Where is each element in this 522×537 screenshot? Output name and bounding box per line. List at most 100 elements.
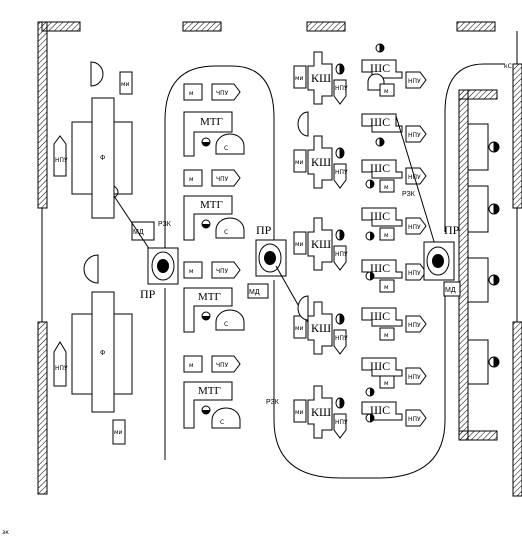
unit-f-label: Ф: [100, 350, 105, 357]
svg-text:НПУ: НПУ: [408, 322, 421, 329]
svg-text:МД: МД: [445, 287, 456, 294]
svg-text:м: м: [189, 268, 194, 275]
unit-f-lower: Ф: [71, 291, 133, 413]
svg-text:МТГ: МТГ: [200, 199, 223, 211]
pr-unit-right: ПР: [423, 223, 460, 281]
svg-text:НПУ: НПУ: [335, 169, 348, 176]
svg-text:НПУ: НПУ: [335, 335, 348, 342]
svg-text:НПУ: НПУ: [335, 251, 348, 258]
inner-wall-bottom: [458, 430, 498, 441]
wall-top-3: [456, 21, 496, 32]
svg-text:ЧПУ: ЧПУ: [216, 268, 229, 275]
svg-text:МТГ: МТГ: [198, 385, 221, 397]
mtg-cell: м ЧПУ МТГ С: [183, 261, 245, 333]
svg-text:С: С: [220, 419, 224, 426]
svg-text:м: м: [384, 88, 389, 95]
ksh-cell: ми КШ НПУ: [293, 51, 348, 105]
npu-arrow-left-lower: НПУ: [53, 341, 68, 387]
shs-column: ШС м НПУ ШС НПУ ШС м НПУ ШС м НПУ ШС м Н: [361, 43, 427, 427]
right-machines: [467, 123, 500, 385]
npu-arrow-left-upper: НПУ: [53, 135, 68, 177]
semicircle-marker: [297, 295, 309, 321]
ksh-cell: ми КШ НПУ: [293, 301, 348, 355]
svg-text:ми: ми: [121, 81, 130, 88]
wall-top-left: [41, 21, 81, 32]
svg-text:м: м: [189, 362, 194, 369]
svg-text:КШ: КШ: [311, 71, 331, 85]
unit-f-upper: Ф: [71, 97, 133, 219]
svg-text:ми: ми: [114, 429, 123, 436]
svg-text:ми: ми: [295, 325, 304, 332]
svg-text:КШ: КШ: [311, 321, 331, 335]
mi-box: ми: [119, 71, 133, 95]
shs-cell: ШС м НПУ: [361, 357, 427, 389]
ksh-cell: ми КШ НПУ: [293, 135, 348, 189]
semicircle-marker: [90, 61, 104, 87]
round-markers: [365, 179, 375, 423]
ksh-cell: ми КШ НПУ: [293, 217, 348, 271]
md-box-middle: МД: [247, 283, 269, 299]
svg-text:ШС: ШС: [370, 209, 390, 223]
svg-text:м: м: [384, 184, 389, 191]
svg-text:НПУ: НПУ: [335, 419, 348, 426]
svg-text:НПУ: НПУ: [408, 224, 421, 231]
svg-text:ШС: ШС: [370, 261, 390, 275]
svg-text:КШ: КШ: [311, 405, 331, 419]
svg-text:С: С: [224, 229, 228, 236]
wall-right-upper: [512, 63, 522, 209]
svg-text:НПУ: НПУ: [335, 85, 348, 92]
pr-unit-left: ПР: [140, 247, 179, 301]
svg-text:С: С: [224, 145, 228, 152]
semicircle-marker: [297, 111, 309, 137]
svg-text:ми: ми: [295, 159, 304, 166]
svg-text:НПУ: НПУ: [408, 374, 421, 381]
shs-cell: ШС НПУ: [361, 113, 427, 147]
svg-text:ЧПУ: ЧПУ: [216, 90, 229, 97]
svg-text:ШС: ШС: [370, 115, 390, 129]
svg-text:ПР: ПР: [256, 223, 272, 237]
wall-top-1: [182, 21, 222, 32]
svg-text:МТГ: МТГ: [198, 291, 221, 303]
aisles: [164, 63, 505, 479]
svg-text:ПР: ПР: [444, 223, 460, 237]
shs-cell: ШС м НПУ: [361, 259, 427, 293]
svg-text:НПУ: НПУ: [55, 365, 68, 372]
svg-text:НПУ: НПУ: [408, 132, 421, 139]
mtg-cell: м ЧПУ МТГ С: [183, 355, 241, 429]
svg-text:м: м: [189, 176, 194, 183]
svg-text:ШС: ШС: [370, 359, 390, 373]
mtg-cell: м ЧПУ МТГ С: [183, 169, 245, 241]
svg-text:НПУ: НПУ: [55, 157, 68, 164]
svg-text:ШС: ШС: [370, 403, 390, 417]
shs-cell: ШС м НПУ: [361, 159, 427, 193]
shs-cell: ШС м НПУ: [361, 43, 427, 97]
svg-text:НПУ: НПУ: [408, 270, 421, 277]
md-box-right: МД: [443, 281, 461, 297]
svg-text:ЧПУ: ЧПУ: [216, 176, 229, 183]
svg-text:ми: ми: [295, 241, 304, 248]
rzk-label: РЗК: [158, 221, 172, 228]
wall-top-2: [306, 21, 346, 32]
corner-mark: кС: [504, 63, 512, 70]
svg-text:м: м: [384, 232, 389, 239]
shs-cell: ШС м НПУ: [361, 207, 427, 241]
svg-text:КШ: КШ: [311, 237, 331, 251]
wall-right-lower: [512, 321, 522, 497]
footer-mark: зк: [2, 529, 9, 536]
svg-text:КШ: КШ: [311, 155, 331, 169]
wall-left-upper: [37, 21, 48, 209]
svg-text:м: м: [189, 90, 194, 97]
pr-unit-middle: ПР: [255, 223, 287, 277]
svg-text:ПР: ПР: [140, 287, 156, 301]
svg-text:МТГ: МТГ: [200, 116, 223, 128]
svg-text:НПУ: НПУ: [408, 416, 421, 423]
svg-text:ШС: ШС: [370, 61, 390, 75]
svg-text:ЧПУ: ЧПУ: [216, 362, 229, 369]
rzk-label: РЗК: [266, 399, 280, 406]
mi-box: ми: [112, 419, 126, 445]
svg-text:ми: ми: [295, 409, 304, 416]
svg-text:м: м: [384, 380, 389, 387]
svg-text:м: м: [384, 284, 389, 291]
inner-wall-side: [458, 89, 469, 441]
